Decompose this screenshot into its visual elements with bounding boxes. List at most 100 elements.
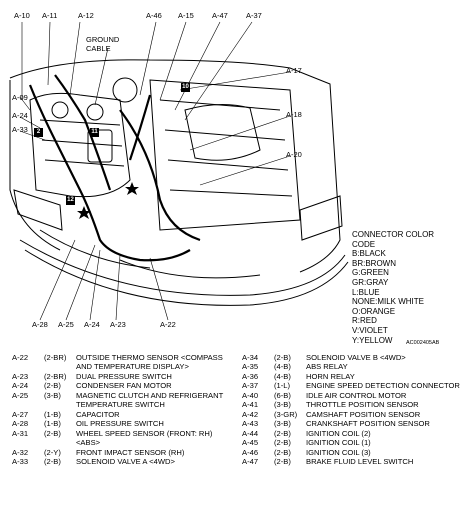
connector-table-left: A-22(2-BR)OUTSIDE THERMO SENSOR <COMPASS… [12, 353, 240, 466]
connector-row: A-34(2-B)SOLENOID VALVE B <4WD> [242, 353, 470, 362]
connector-color: (3-B) [274, 400, 291, 410]
connector-row: A-22(2-BR)OUTSIDE THERMO SENSOR <COMPASS… [12, 353, 240, 372]
connector-row: A-41(3-B)THROTTLE POSITION SENSOR [242, 400, 470, 409]
engine-compartment-drawing [9, 21, 349, 321]
connector-id: A-40 [242, 390, 259, 400]
connector-name: OIL PRESSURE SWITCH [76, 419, 164, 429]
connector-color: (2-Y) [44, 447, 61, 457]
connector-color: (2-BR) [44, 371, 67, 381]
connector-id: A-25 [12, 390, 29, 400]
connector-row: A-40 (6-B) IDLE AIR CONTROL MOTOR [242, 391, 470, 400]
connector-id: A-36 [242, 371, 259, 381]
connector-row: A-23(2-BR)DUAL PRESSURE SWITCH [12, 372, 240, 381]
radiator-support [149, 79, 301, 231]
connector-name: FRONT IMPACT SENSOR (RH) [76, 447, 185, 457]
connector-name: CAMSHAFT POSITION SENSOR [306, 409, 421, 419]
ground-cable-line2: CABLE [86, 43, 111, 53]
connector-name: IDLE AIR CONTROL MOTOR [306, 390, 407, 400]
connector-row: A-45(2-B)IGNITION COIL (1) [242, 438, 470, 447]
connector-row: A-44(2-B)IGNITION COIL (2) [242, 429, 470, 438]
callout-a47: A-47 [212, 11, 228, 20]
connector-color: (2-BR) [44, 353, 67, 362]
connector-color: (6-B) [274, 390, 291, 400]
connector-id: A-22 [12, 353, 29, 362]
callout-a28: A-28 [32, 320, 48, 329]
connector-row: A-32 (2-Y) FRONT IMPACT SENSOR (RH) [12, 448, 240, 457]
callout-a18: A-18 [286, 110, 302, 119]
connector-color: (2-B) [274, 456, 291, 466]
connector-id: A-46 [242, 447, 259, 457]
star-marker [77, 206, 91, 219]
callout-a25: A-25 [58, 320, 74, 329]
connector-color: (4-B) [274, 362, 291, 372]
connector-id: A-31 [12, 428, 29, 438]
connector-name: CRANKSHAFT POSITION SENSOR [306, 419, 430, 429]
legend-item: G:GREEN [352, 268, 389, 278]
connector-name: WHEEL SPEED SENSOR (FRONT: RH) <ABS> [76, 428, 213, 448]
air-cleaner [184, 103, 261, 161]
connector-id: A-33 [12, 456, 29, 466]
callout-a10: A-10 [14, 11, 30, 20]
connector-row: A-42 (3-GR) CAMSHAFT POSITION SENSOR [242, 410, 470, 419]
connector-row: A-24(2-B)CONDENSER FAN MOTOR [12, 381, 240, 390]
connector-id: A-28 [12, 419, 29, 429]
callout-a24-left: A-24 [12, 111, 28, 120]
connector-color: (1-L) [274, 381, 291, 391]
legend-item: V:VIOLET [352, 325, 388, 335]
connector-id: A-42 [242, 409, 259, 419]
connector-id: A-34 [242, 353, 259, 362]
headlight-right [299, 195, 343, 241]
legend-item: BR:BROWN [352, 258, 396, 268]
legend-item: B:BLACK [352, 249, 386, 259]
grille [119, 259, 261, 279]
callout-a24: A-24 [84, 320, 100, 329]
marker-12: 12 [66, 196, 75, 205]
connector-name: HORN RELAY [306, 371, 355, 381]
connector-id: A-35 [242, 362, 259, 372]
connector-row: A-31 (2-B) WHEEL SPEED SENSOR (FRONT: RH) … [12, 429, 240, 448]
legend-item: Y:YELLOW [352, 335, 393, 345]
connector-color: (1-B) [44, 409, 61, 419]
callout-a20: A-20 [286, 150, 302, 159]
engine-block [29, 92, 131, 198]
hood-outline [9, 59, 341, 273]
marker-2: 2 [34, 128, 43, 137]
connector-id: A-32 [12, 447, 29, 457]
connector-color: (4-B) [274, 371, 291, 381]
left-fender [9, 80, 61, 251]
connector-id: A-27 [12, 409, 29, 419]
connector-row: A-36 (4-B) HORN RELAY [242, 372, 470, 381]
legend-item: L:BLUE [352, 287, 380, 297]
connector-color: (2-B) [274, 447, 291, 457]
callout-a09: A-09 [12, 93, 28, 102]
ground-cable-line1: GROUND [86, 35, 120, 44]
callout-a23: A-23 [110, 320, 126, 329]
callout-a22: A-22 [160, 320, 176, 329]
callout-a37: A-37 [246, 11, 262, 20]
connector-color: (2-B) [44, 428, 61, 438]
marker-11: 11 [90, 128, 99, 137]
connector-row: A-27(1-B)CAPACITOR [12, 410, 240, 419]
connector-row: A-35(4-B)ABS RELAY [242, 362, 470, 371]
connector-color: (2-B) [274, 428, 291, 438]
connector-color: (3-GR) [274, 409, 298, 419]
legend-item: O:ORANGE [352, 306, 396, 316]
legend-item: NONE:MILK WHITE [352, 297, 425, 307]
connector-row: A-46(2-B)IGNITION COIL (3) [242, 448, 470, 457]
connector-color: (2-B) [44, 381, 61, 391]
connector-name: CONDENSER FAN MOTOR [76, 381, 172, 391]
callout-a17: A-17 [286, 66, 302, 75]
connector-name: MAGNETIC CLUTCH AND REFRIGERANT TEMPERAT… [76, 390, 224, 410]
connector-row: A-43(3-B)CRANKSHAFT POSITION SENSOR [242, 419, 470, 428]
connector-id: A-23 [12, 371, 29, 381]
connector-id: A-44 [242, 428, 259, 438]
callout-a46: A-46 [146, 11, 162, 20]
ground-cable-label: GROUND CABLE [86, 35, 120, 53]
marker-10: 10 [181, 83, 190, 92]
connector-name: SOLENOID VALVE B <4WD> [306, 353, 406, 362]
connector-id: A-37 [242, 381, 259, 391]
connector-color-legend: CONNECTOR COLOR CODE B:BLACK BR:BROWN G:… [352, 230, 434, 345]
connector-name: THROTTLE POSITION SENSOR [306, 400, 419, 410]
connector-row: A-37(1-L)ENGINE SPEED DETECTION CONNECTO… [242, 381, 470, 390]
callout-a12: A-12 [78, 11, 94, 20]
